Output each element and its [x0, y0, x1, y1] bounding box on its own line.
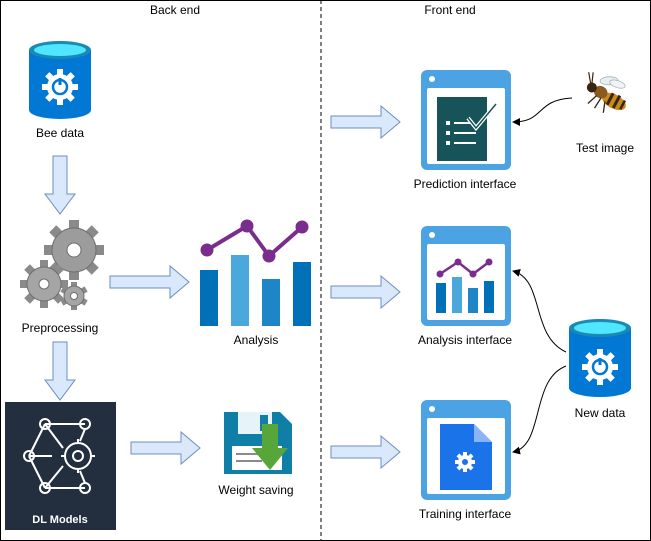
gears-icon: [20, 220, 104, 310]
new-data-label: New data: [574, 406, 626, 420]
analysis-window-icon: [421, 226, 511, 326]
connector-newdata-to-analysis: [512, 269, 567, 353]
bee-icon: [586, 72, 626, 113]
frontend-header: Front end: [424, 3, 476, 17]
arrow-preprocessing-to-dlmodels: [44, 341, 76, 401]
analysis-label: Analysis: [233, 333, 279, 347]
arrow-to-prediction-interface: [330, 104, 401, 140]
bee-data-database-icon: [29, 41, 91, 119]
weight-saving-label: Weight saving: [218, 483, 294, 497]
new-data-database-icon: [569, 319, 631, 397]
arrow-to-analysis-interface: [330, 274, 401, 310]
analysis-chart-icon: [200, 219, 311, 326]
prediction-window-icon: [421, 70, 511, 170]
training-window-icon: [421, 400, 511, 500]
preprocessing-label: Preprocessing: [21, 321, 99, 335]
dl-models-label: DL Models: [32, 514, 88, 526]
arrow-to-training-interface: [330, 434, 401, 470]
prediction-interface-label: Prediction interface: [413, 177, 517, 191]
test-image-label: Test image: [575, 141, 635, 155]
connector-testimage-to-prediction: [512, 97, 573, 126]
backend-header: Back end: [149, 3, 201, 17]
training-interface-label: Training interface: [418, 507, 512, 521]
disk-download-icon: [224, 412, 292, 474]
connector-newdata-to-training: [512, 365, 567, 455]
arrow-dlmodels-to-weightsaving: [130, 430, 201, 466]
bee-data-label: Bee data: [35, 126, 85, 140]
analysis-interface-label: Analysis interface: [417, 333, 513, 347]
arrow-preprocessing-to-analysis: [109, 264, 190, 300]
dl-models-icon: [5, 402, 116, 530]
arrow-beedata-to-preprocessing: [44, 155, 76, 215]
